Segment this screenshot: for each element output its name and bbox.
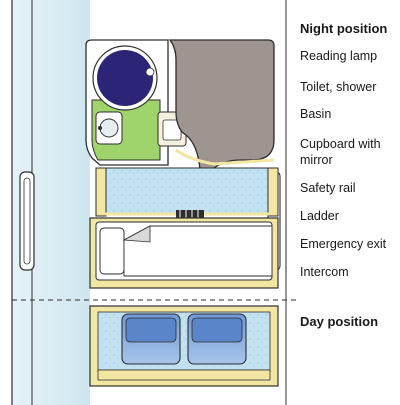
legend-ladder: Ladder [300,209,339,223]
seat-left [121,313,181,365]
legend-intercom: Intercom [300,265,349,279]
legend-cupboard: Cupboard with [300,137,381,151]
wet-room [85,39,187,166]
cupboard-with-mirror [168,39,275,171]
legend-toilet-shower: Toilet, shower [300,80,377,94]
legend-reading-lamp: Reading lamp [300,49,378,63]
day-compartment [89,305,279,387]
outer-wall [0,0,90,405]
legend-mirror: mirror [300,153,333,167]
legend: Night position Reading lamp Toilet, show… [300,0,400,405]
night-position-heading: Night position [300,21,388,36]
legend-basin: Basin [300,107,332,121]
day-position-heading: Day position [300,314,379,329]
upper-floor [95,167,279,217]
basin-icon [95,111,123,145]
legend-safety-rail: Safety rail [300,181,356,195]
berth-bed [89,217,279,289]
legend-emergency-exit: Emergency exit [300,237,387,251]
seat-right [187,313,247,365]
